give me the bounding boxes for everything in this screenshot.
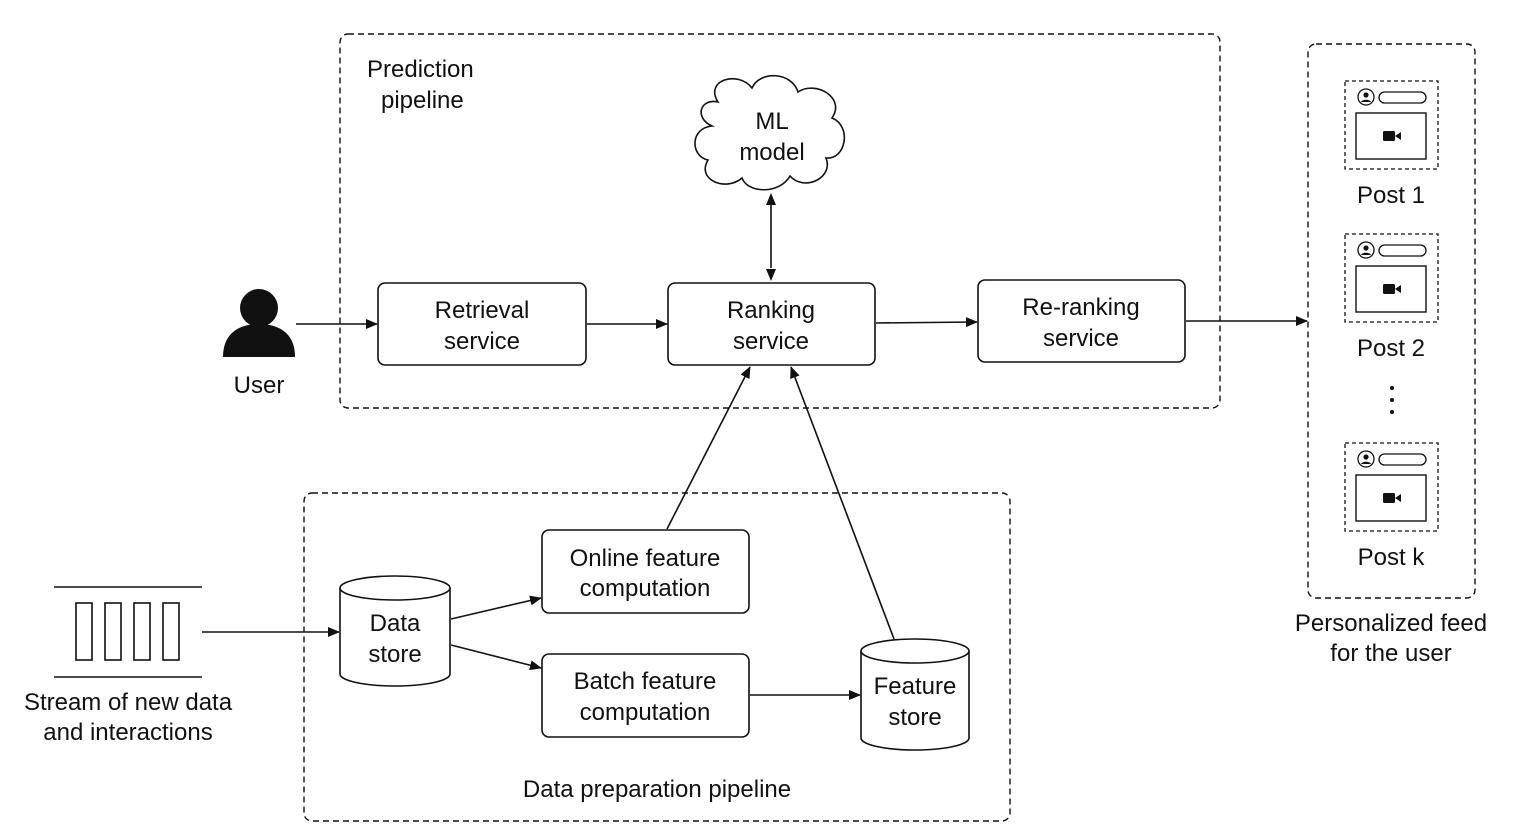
ranking-service-label-2: service (733, 328, 809, 355)
batch-feature-label: Batch feature (574, 668, 717, 695)
retrieval-service-label: Retrieval (435, 297, 530, 324)
ml-model-label: ML (755, 108, 788, 135)
post-2-label: Post 2 (1357, 335, 1425, 362)
post-k-label: Post k (1358, 544, 1426, 571)
post-1-label: Post 1 (1357, 182, 1425, 209)
stream-label: Stream of new data (24, 689, 233, 716)
retrieval-service-label-2: service (444, 328, 520, 355)
arrow-online-to-ranking (666, 366, 751, 530)
ml-model-label-2: model (739, 139, 804, 166)
retrieval-service: Retrieval service (377, 282, 587, 366)
data-preparation-pipeline-label: Data preparation pipeline (523, 776, 791, 803)
ranking-service: Ranking service (667, 282, 876, 366)
prediction-pipeline-label-2: pipeline (381, 87, 464, 114)
arrow-ranking-ml-bidirectional (766, 193, 776, 281)
prediction-pipeline: Prediction pipeline (339, 33, 1221, 409)
data-store-label-2: store (368, 641, 421, 668)
more-posts-ellipsis (1390, 386, 1394, 414)
feed-caption-2: for the user (1330, 640, 1451, 667)
batch-feature-label-2: computation (580, 699, 711, 726)
video-icon (1383, 493, 1401, 503)
stream-queue-icon (54, 586, 202, 678)
arrow-ranking-to-reranking (875, 317, 978, 328)
online-feature-computation: Online feature computation (541, 529, 750, 614)
reranking-service: Re-ranking service (977, 279, 1186, 363)
feature-store-label: Feature (874, 673, 957, 700)
stream: Stream of new data and interactions (24, 586, 233, 746)
reranking-service-label: Re-ranking (1022, 294, 1139, 321)
feature-store-label-2: store (888, 704, 941, 731)
ranking-service-label: Ranking (727, 297, 815, 324)
arrow-datastore-to-online (450, 595, 542, 620)
post-card: Post 1 (1344, 80, 1439, 209)
personalized-feed: Post 1 Post 2 Post k Perso (1295, 43, 1487, 667)
data-preparation-pipeline: Data preparation pipeline (303, 492, 1011, 822)
feature-store: Feature store (860, 638, 970, 751)
user: User (223, 289, 295, 399)
user-label: User (234, 372, 285, 399)
video-icon (1383, 131, 1401, 141)
user-icon (223, 289, 295, 357)
post-card: Post 2 (1344, 233, 1439, 362)
prediction-pipeline-label: Prediction (367, 56, 474, 83)
video-icon (1383, 284, 1401, 294)
arrow-featurestore-to-ranking (790, 366, 895, 640)
post-card: Post k (1344, 442, 1439, 571)
stream-label-2: and interactions (43, 719, 212, 746)
online-feature-label-2: computation (580, 575, 711, 602)
data-store-label: Data (370, 610, 421, 637)
arrow-datastore-to-batch (450, 644, 542, 671)
reranking-service-label-2: service (1043, 325, 1119, 352)
feed-caption: Personalized feed (1295, 610, 1487, 637)
online-feature-label: Online feature (570, 545, 721, 572)
ml-model-cloud: ML model (694, 74, 846, 191)
data-store: Data store (339, 575, 451, 687)
batch-feature-computation: Batch feature computation (541, 653, 750, 738)
